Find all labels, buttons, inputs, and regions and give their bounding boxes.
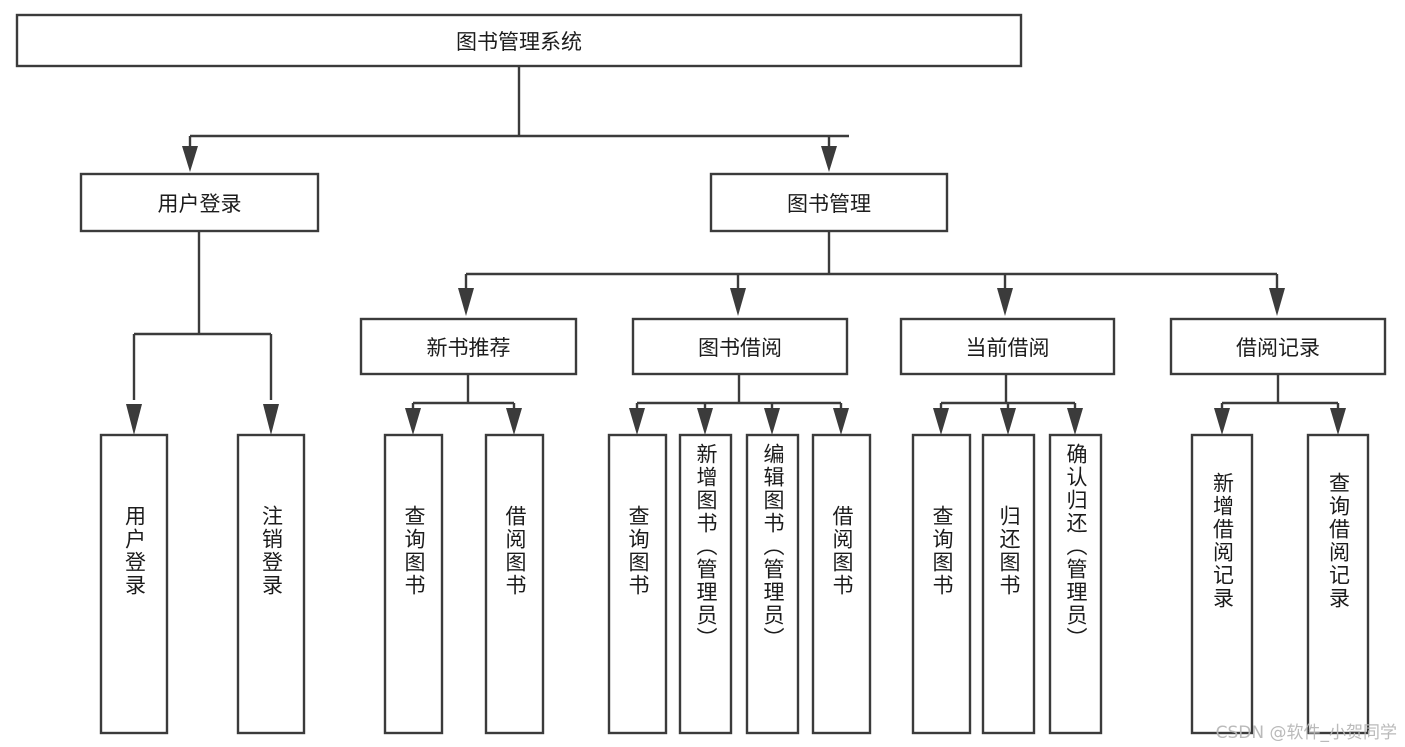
connector-userlogin-to-leaves: [126, 231, 279, 435]
node-book-management[interactable]: [709, 172, 949, 233]
leaf-box-new-book-1[interactable]: [484, 433, 545, 735]
connector-root-to-level2: [182, 66, 849, 172]
node-borrow-record[interactable]: [1169, 317, 1387, 376]
node-book-borrow[interactable]: [631, 317, 849, 376]
node-root[interactable]: [15, 13, 1023, 68]
connector-currentborrow-to-leaves: [933, 374, 1083, 435]
connector-bookmgmt-to-level3: [458, 231, 1285, 316]
leaf-box-user-login-1[interactable]: [236, 433, 306, 735]
leaf-box-borrow-record-1[interactable]: [1306, 433, 1370, 735]
leaf-box-book-borrow-0[interactable]: [607, 433, 668, 735]
leaf-box-borrow-record-0[interactable]: [1190, 433, 1254, 735]
node-new-book-recommend[interactable]: [359, 317, 578, 376]
leaf-box-current-borrow-1[interactable]: [981, 433, 1036, 735]
leaf-box-book-borrow-1[interactable]: [678, 433, 733, 735]
node-user-login[interactable]: [79, 172, 320, 233]
leaf-box-current-borrow-2[interactable]: [1048, 433, 1103, 735]
connector-newbook-to-leaves: [405, 374, 522, 435]
leaf-box-book-borrow-2[interactable]: [745, 433, 800, 735]
leaf-box-current-borrow-0[interactable]: [911, 433, 972, 735]
leaf-box-new-book-0[interactable]: [383, 433, 444, 735]
leaf-box-book-borrow-3[interactable]: [811, 433, 872, 735]
leaf-box-user-login-0[interactable]: [99, 433, 169, 735]
connector-bookborrow-to-leaves: [629, 374, 849, 435]
node-current-borrow[interactable]: [899, 317, 1116, 376]
connector-borrowrecord-to-leaves: [1214, 374, 1346, 435]
